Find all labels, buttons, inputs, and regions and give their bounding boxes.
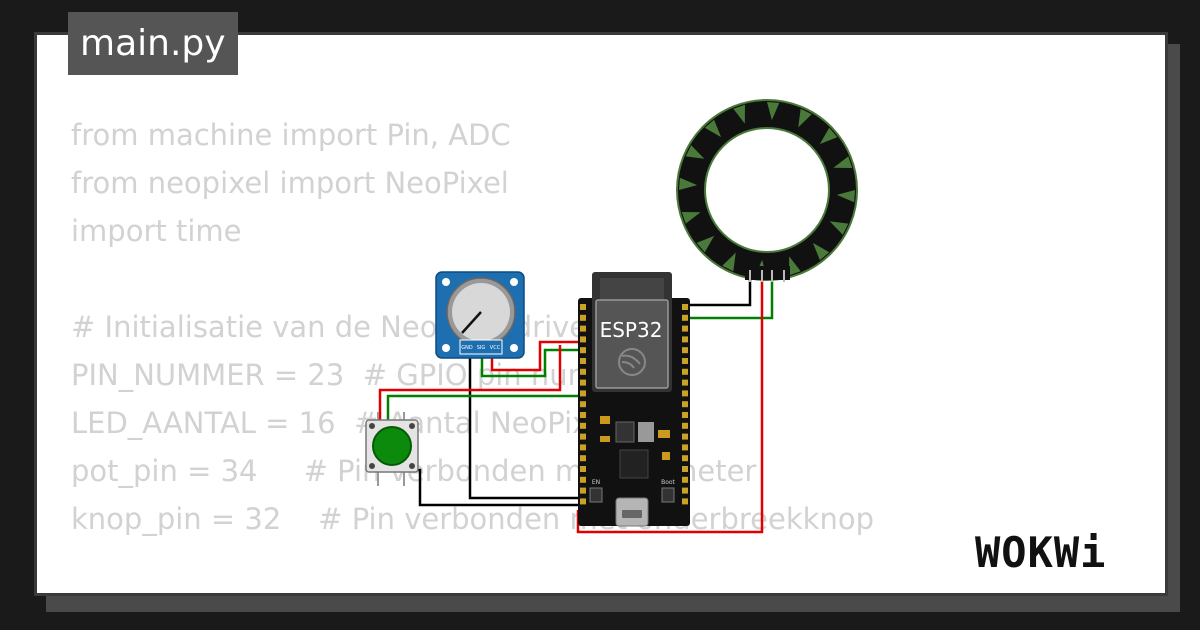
wire-green-ring-din[interactable] xyxy=(690,280,774,320)
header-pin[interactable] xyxy=(682,390,688,397)
ring-led xyxy=(819,127,838,145)
header-pin[interactable] xyxy=(580,401,586,408)
en-label: EN xyxy=(592,479,600,486)
header-pin[interactable] xyxy=(580,444,586,451)
ring-led xyxy=(789,256,801,276)
header-pin[interactable] xyxy=(580,466,586,472)
pot-pin-gnd: GND xyxy=(461,345,473,351)
pot-pin-vcc: VCC xyxy=(490,345,501,351)
header-pin[interactable] xyxy=(682,412,688,418)
neopixel-ring[interactable] xyxy=(676,99,858,282)
header-pin[interactable] xyxy=(580,498,586,505)
ring-led xyxy=(722,252,736,272)
header-pin[interactable] xyxy=(682,379,688,386)
header-pin[interactable] xyxy=(580,476,586,483)
esp32-board[interactable]: ESP32 EN Boot xyxy=(578,272,690,527)
push-button[interactable] xyxy=(365,412,419,486)
header-pin[interactable] xyxy=(682,487,688,494)
header-pin[interactable] xyxy=(682,444,688,451)
ring-led xyxy=(679,177,698,190)
header-pin[interactable] xyxy=(682,304,688,310)
ring-led xyxy=(798,108,812,128)
ring-led xyxy=(767,102,780,121)
header-pin[interactable] xyxy=(580,412,586,418)
header-pin[interactable] xyxy=(682,314,688,321)
code-line[interactable]: from machine import Pin, ADC xyxy=(71,118,511,152)
boot-label: Boot xyxy=(661,479,675,486)
wire-black-button[interactable] xyxy=(408,468,578,507)
header-pin[interactable] xyxy=(580,368,586,375)
header-pin[interactable] xyxy=(682,336,688,343)
ring-led xyxy=(681,212,701,224)
header-pin[interactable] xyxy=(580,304,586,310)
header-pin[interactable] xyxy=(580,487,586,494)
board-label: ESP32 xyxy=(600,318,663,342)
ring-led xyxy=(833,156,853,168)
header-pin[interactable] xyxy=(682,368,688,375)
wire-green-pot-sig[interactable] xyxy=(480,348,578,378)
pin-header-left xyxy=(580,304,586,505)
button-cap[interactable] xyxy=(372,426,412,466)
header-pin[interactable] xyxy=(580,358,586,364)
wire-green-button[interactable] xyxy=(386,394,578,422)
header-pin[interactable] xyxy=(580,379,586,386)
espressif-logo-icon xyxy=(618,348,646,376)
header-pin[interactable] xyxy=(682,347,688,354)
wires xyxy=(378,280,774,534)
code-line[interactable]: from neopixel import NeoPixel xyxy=(71,166,509,200)
pot-knob-indicator[interactable] xyxy=(461,311,482,334)
ring-led xyxy=(733,104,745,124)
header-pin[interactable] xyxy=(580,347,586,354)
header-pin[interactable] xyxy=(682,466,688,472)
header-pin[interactable] xyxy=(682,455,688,462)
ring-led xyxy=(829,221,849,235)
potentiometer[interactable]: GND SIG VCC xyxy=(435,271,525,359)
pot-pin-sig: SIG xyxy=(477,345,486,351)
wire-black-pot-gnd[interactable] xyxy=(468,356,578,500)
boot-button[interactable] xyxy=(661,487,675,503)
header-pin[interactable] xyxy=(682,433,688,440)
header-pin[interactable] xyxy=(580,325,586,332)
ring-led xyxy=(696,235,715,253)
header-pin[interactable] xyxy=(682,422,688,429)
code-line[interactable]: import time xyxy=(71,214,242,248)
header-pin[interactable] xyxy=(580,433,586,440)
header-pin[interactable] xyxy=(682,325,688,332)
header-pin[interactable] xyxy=(682,358,688,364)
header-pin[interactable] xyxy=(580,314,586,321)
ring-led xyxy=(812,242,830,261)
header-pin[interactable] xyxy=(580,455,586,462)
ring-led xyxy=(685,145,705,159)
wire-black-ring-gnd[interactable] xyxy=(690,280,752,307)
file-tab[interactable]: main.py xyxy=(68,12,238,75)
wokwi-logo: WOKWi xyxy=(975,528,1107,577)
ring-led xyxy=(836,190,855,203)
header-pin[interactable] xyxy=(580,390,586,397)
wire-red-pot-vcc[interactable] xyxy=(490,340,578,372)
header-pin[interactable] xyxy=(682,498,688,505)
header-pin[interactable] xyxy=(580,336,586,343)
header-pin[interactable] xyxy=(682,401,688,408)
header-pin[interactable] xyxy=(580,422,586,429)
pin-header-right xyxy=(682,304,688,505)
header-pin[interactable] xyxy=(682,476,688,483)
ring-led xyxy=(704,119,722,138)
en-button[interactable] xyxy=(589,487,603,503)
wire-red-button[interactable] xyxy=(378,345,562,422)
